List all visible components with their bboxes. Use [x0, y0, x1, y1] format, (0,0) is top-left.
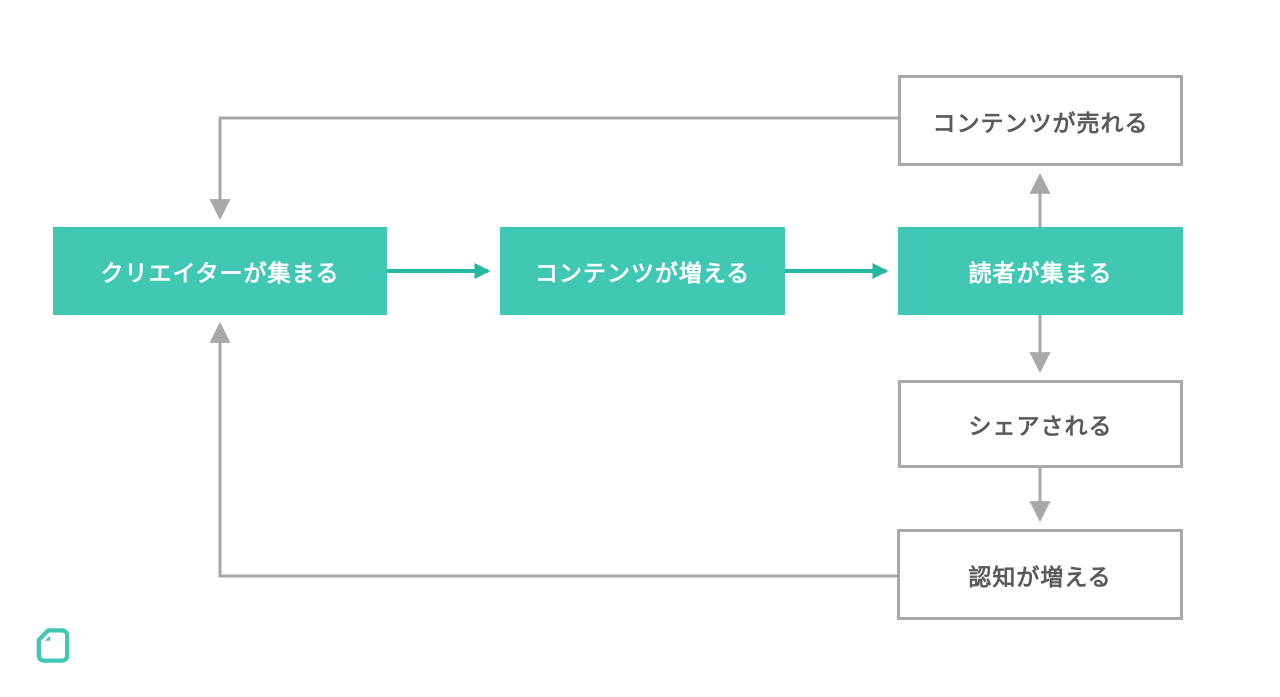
node-readers-gather: 読者が集まる — [898, 227, 1183, 315]
edge-awareness-to-creators-arrow — [209, 321, 897, 578]
node-readers-gather-label: 読者が集まる — [968, 261, 1113, 287]
node-content-increases-label: コンテンツが増える — [534, 261, 751, 287]
edge-content-sells-to-creators-arrow — [209, 116, 898, 221]
node-awareness-increases-label: 認知が増える — [968, 564, 1112, 591]
node-content-sells-label: コンテンツが売れる — [932, 110, 1149, 137]
node-creators-gather: クリエイターが集まる — [53, 227, 387, 315]
node-awareness-increases: 認知が増える — [897, 529, 1183, 620]
node-content-increases: コンテンツが増える — [500, 227, 785, 315]
node-gets-shared-label: シェアされる — [968, 414, 1113, 440]
note-logo-icon — [36, 628, 70, 663]
node-content-sells: コンテンツが売れる — [898, 75, 1183, 166]
node-gets-shared: シェアされる — [898, 380, 1183, 468]
node-creators-gather-label: クリエイターが集まる — [100, 261, 340, 287]
